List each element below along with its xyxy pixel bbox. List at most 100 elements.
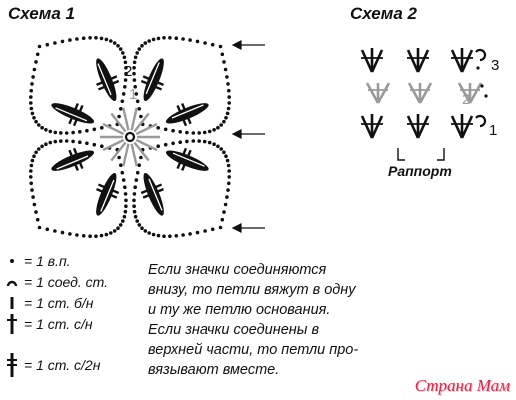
chain-dot [29, 106, 34, 111]
chain-dot [134, 178, 139, 182]
chain-dot [222, 150, 226, 155]
chain-dot [78, 130, 82, 134]
chain-dot [132, 60, 137, 65]
chain-dot [143, 41, 148, 45]
chain-dot [81, 234, 86, 238]
note-line: и ту же петлю основания. [148, 302, 331, 318]
chain-dot [168, 36, 172, 40]
chain-dot [223, 202, 228, 207]
chain-dot [135, 51, 139, 55]
explanation-note: Если значки соединяются внизу, то петли … [148, 260, 368, 380]
chain-dot [143, 229, 148, 233]
chain-dot [162, 234, 166, 238]
chain-dot [124, 204, 128, 208]
chain-dot [75, 233, 79, 237]
legend-item-treble-crochet: = 1 ст. с/2н [4, 353, 101, 377]
chain-dot [225, 111, 230, 116]
scheme-2-row-label-3: 3 [491, 57, 499, 74]
chain-dot [227, 169, 231, 173]
chain-dot [226, 188, 230, 192]
chain-dot [40, 125, 44, 130]
chain-dot [139, 114, 143, 119]
chain-dot [132, 209, 137, 214]
rapport-bracket-left [397, 148, 405, 161]
chain-dot [227, 88, 231, 93]
legend-text-double-crochet: = 1 ст. с/н [24, 316, 93, 332]
chain-dot [222, 119, 226, 124]
chain-dot [123, 85, 127, 89]
row-arrow-bottom-head [231, 223, 242, 233]
chain-dot [64, 131, 69, 135]
chain-dot [48, 140, 53, 145]
chain-dot [100, 126, 104, 130]
site-watermark: Страна Мам [414, 376, 510, 395]
scheme-1-title: Схема 1 [8, 4, 75, 23]
chain-dot [210, 227, 215, 232]
chain-dot [227, 95, 231, 99]
chain-dot [75, 37, 79, 41]
chain-dot [137, 47, 142, 51]
chain-dot [35, 217, 40, 222]
chain-dot [222, 60, 226, 64]
chain-dot [132, 66, 136, 70]
slip-stitch-arc-icon [4, 273, 24, 291]
chain-dot [480, 84, 484, 88]
chain-dot [218, 225, 223, 230]
chain-dot [123, 60, 128, 65]
chain-dot [29, 181, 33, 186]
chain-dot [121, 219, 125, 223]
chain-dot [151, 37, 156, 42]
chain-dot [37, 44, 42, 49]
chain-dot [227, 175, 231, 179]
chain-dot [212, 128, 216, 132]
chain-dot [118, 223, 123, 227]
chain-dot [191, 131, 196, 135]
chain-dot [32, 202, 37, 207]
stitch-cluster [450, 48, 474, 73]
petal-stitch [51, 147, 95, 171]
chain-dot [53, 130, 58, 135]
chain-dot [109, 39, 113, 43]
chain-dot [135, 219, 139, 223]
chain-dot [123, 185, 127, 189]
row-turn-hook [475, 48, 487, 62]
chain-dot [133, 85, 137, 89]
chain-dot [147, 231, 151, 235]
chain-dot [88, 36, 92, 40]
chain-dot [30, 158, 35, 163]
chain-dot [45, 227, 50, 232]
row-arrows [231, 40, 265, 233]
chain-dot [163, 142, 168, 147]
chain-dot [124, 66, 128, 70]
chain-dot [484, 94, 488, 98]
double-crochet-cross-icon [4, 314, 24, 334]
chain-dot [223, 67, 228, 72]
row-arrow-middle-head [231, 129, 242, 139]
chain-dot [48, 129, 53, 134]
chain-dot [224, 154, 228, 158]
chain-dot [147, 39, 151, 43]
chain-dot [64, 139, 69, 143]
chain-dot [122, 214, 127, 219]
chain-dot [92, 142, 97, 147]
chain-dot [120, 170, 125, 175]
chain-dot [181, 37, 185, 41]
chain-dot [32, 67, 37, 72]
row-turn-hook [475, 114, 487, 128]
chain-dot [123, 209, 128, 214]
chain-dot [59, 131, 63, 135]
chain-dot [60, 230, 65, 235]
legend-item-single-crochet: = 1 ст. б/н [4, 294, 94, 312]
chain-dot [30, 111, 35, 116]
chain-dot [104, 37, 109, 42]
chain-dot [140, 226, 144, 230]
chain-dot [34, 210, 38, 214]
chain-dot [197, 131, 201, 135]
chain-dot [188, 232, 192, 236]
legend-text-treble-crochet: = 1 ст. с/2н [24, 357, 101, 373]
chain-dot [225, 195, 229, 199]
chain-dot [203, 41, 207, 45]
chain-dot [225, 75, 229, 79]
chain-dot [224, 116, 228, 120]
chain-dot [227, 181, 231, 186]
